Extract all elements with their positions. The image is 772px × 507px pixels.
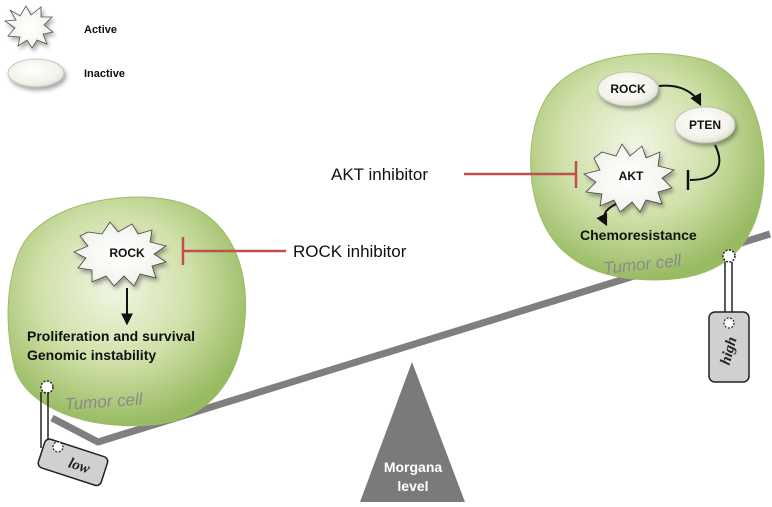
right-akt-label: AKT [619, 169, 644, 183]
left-outcome-line2: Genomic instability [27, 347, 156, 363]
fulcrum-label-line1: Morgana [384, 459, 443, 475]
right-rock-inactive-oval [597, 71, 659, 107]
fulcrum-triangle [360, 362, 465, 502]
left-tumor-cell: ROCK Proliferation and survival Genomic … [7, 196, 247, 427]
legend: Active Inactive [3, 5, 125, 88]
legend-inactive-label: Inactive [84, 68, 125, 80]
right-rock-label: ROCK [610, 82, 646, 96]
rock-to-pten-arrow [658, 84, 702, 107]
legend-active-star-icon [3, 5, 54, 49]
high-tag-body [708, 311, 750, 383]
right-akt-active-star [583, 143, 675, 213]
left-rock-active-star [73, 221, 167, 287]
legend-active-label: Active [84, 24, 117, 36]
high-tag-hole [723, 317, 735, 329]
rock-inhibitor: ROCK inhibitor [181, 237, 407, 265]
right-tumor-cell: ROCK PTEN AKT Chemoresistance Tumor cell [530, 52, 765, 281]
akt-to-chemoresistance-arrow [596, 203, 617, 227]
pten-inhibits-akt-line [689, 144, 721, 181]
low-tag-ring [40, 380, 54, 394]
high-tag-ring [722, 249, 736, 263]
right-outcome: Chemoresistance [580, 227, 697, 243]
right-pten-inactive-oval [674, 106, 736, 144]
akt-inhibitor: AKT inhibitor [331, 161, 578, 188]
balance-scale: Morgana level [50, 230, 772, 502]
high-tag: high [708, 249, 750, 383]
low-tag-label: low [66, 455, 93, 477]
right-pten-label: PTEN [689, 118, 721, 132]
high-tag-label: high [718, 335, 741, 367]
low-tag-hole [52, 441, 64, 453]
left-outcome-line1: Proliferation and survival [27, 328, 195, 344]
balance-beam [50, 230, 772, 446]
akt-inhibitor-label: AKT inhibitor [331, 165, 428, 184]
left-rock-label: ROCK [109, 246, 145, 260]
low-tag: low [37, 380, 109, 487]
fulcrum-label-line2: level [397, 478, 428, 494]
rock-inhibitor-label: ROCK inhibitor [293, 242, 407, 261]
legend-inactive-oval-icon [7, 58, 65, 88]
